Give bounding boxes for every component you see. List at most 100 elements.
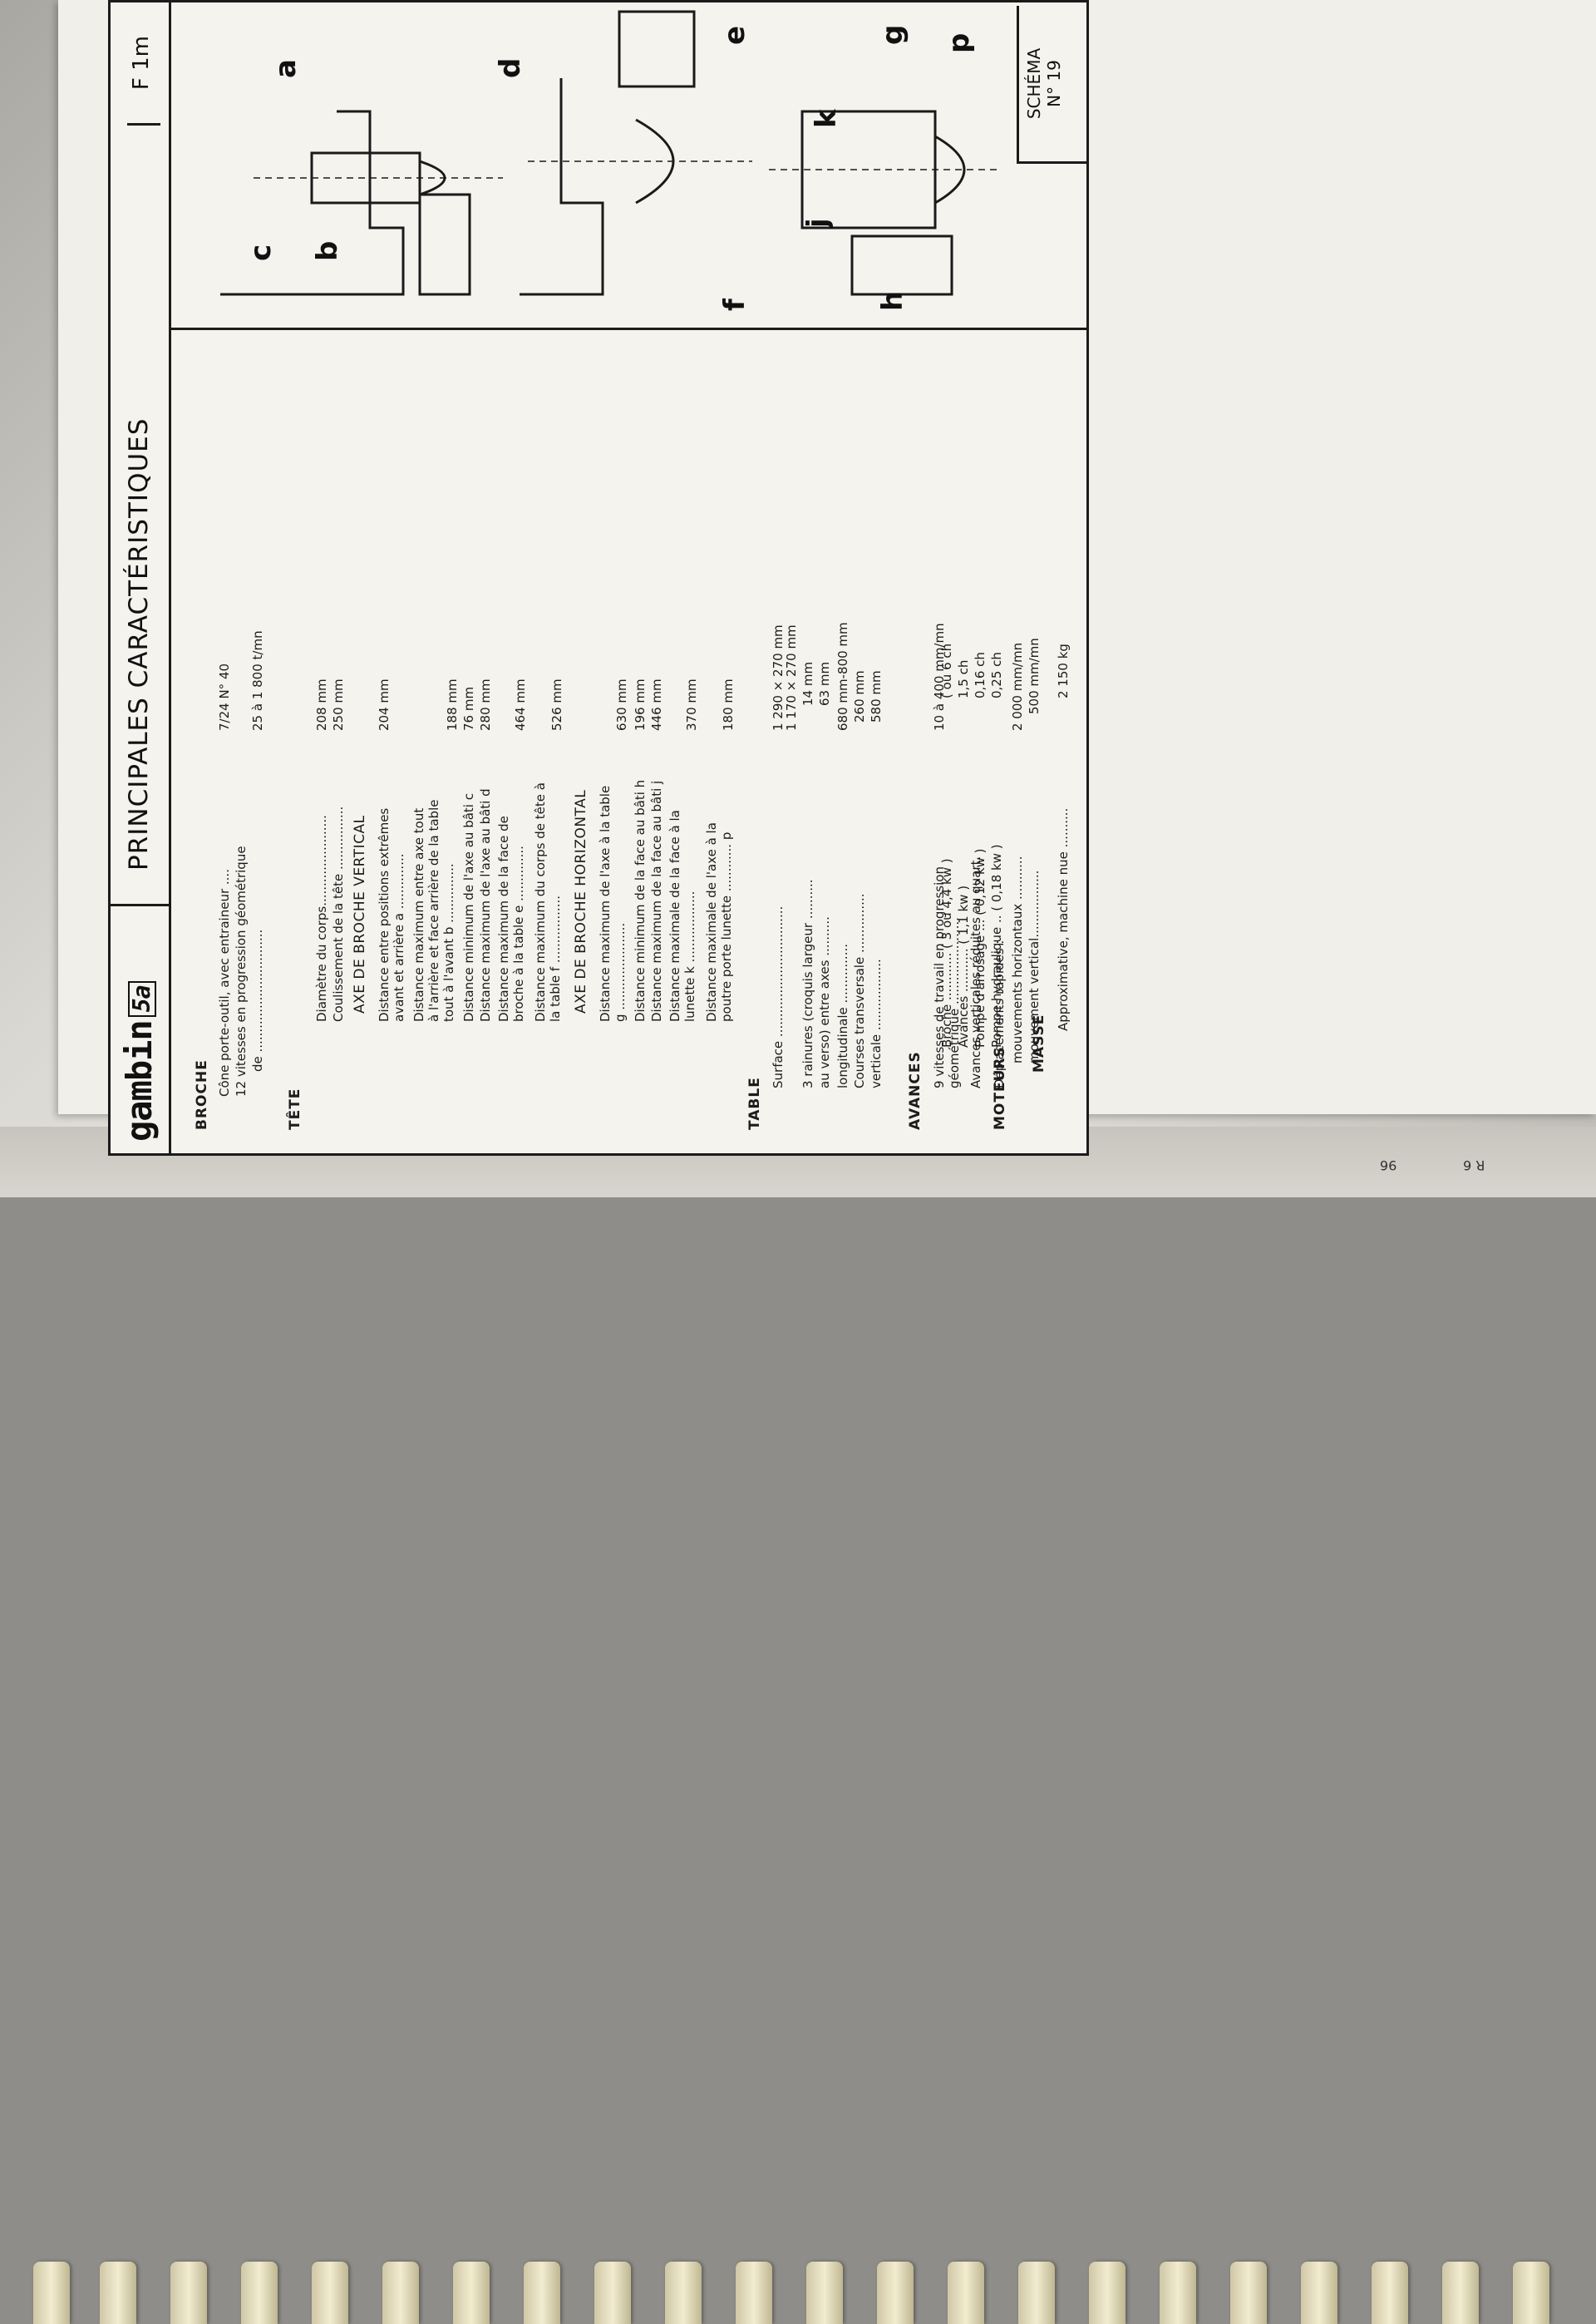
subsection-title-axe-horizontal: AXE DE BROCHE HORIZONTAL [573,789,589,1014]
dim-label-e: e [718,26,751,45]
binding-ring [382,2262,419,2324]
spec-value: 2 150 kg [1056,644,1071,698]
spec-value: 260 mm [852,670,867,723]
binding-ring [736,2262,772,2324]
spec-label: Distance maximum de la face de broche à … [496,816,526,1022]
binding-ring [241,2262,278,2324]
binding-ring [1160,2262,1196,2324]
section-title-broche: BROCHE [194,1059,210,1130]
machine-schematic: a b c d e f g h j k p [220,10,1002,311]
spec-value: 63 mm [817,661,832,706]
schema-caption-title: SCHÉMA [1024,47,1044,120]
spec-value: 0,16 ch [973,652,988,698]
spec-label: Distance maximum de l'axe à la table g .… [598,785,628,1022]
dim-label-d: d [494,58,527,78]
binding-ring [170,2262,207,2324]
spec-label: Distance maximale de l'axe à la poutre p… [704,822,734,1022]
spec-label: Surface ................................… [771,905,786,1088]
logo-brand: gambin [119,1020,160,1142]
spec-label: Distance maximum entre axe tout à l'arri… [411,799,456,1022]
spec-value: 1,5 ch [956,659,971,698]
spec-label: Courses transversale ............... [852,893,867,1088]
table-block-lower [850,234,953,296]
dim-label-c: c [244,244,278,261]
spec-value: 196 mm [633,678,648,731]
binding-ring [1372,2262,1408,2324]
subsection-title-axe-vertical: AXE DE BROCHE VERTICAL [352,815,368,1014]
spec-label: longitudinale ............... [835,943,850,1088]
binding-ring [665,2262,702,2324]
spec-value: 1 170 × 270 mm [784,624,799,731]
spec-label: Avances ........... ( 1,1 kw ) [956,885,971,1048]
binding-ring [33,2262,70,2324]
binding-ring [312,2262,348,2324]
spec-label: Approximative, machine nue .......... [1056,807,1071,1031]
spec-value: 680 mm-800 mm [835,622,850,731]
dim-label-h: h [876,291,909,311]
section-title-tete: TÊTE [287,1088,303,1130]
spec-value: 76 mm [461,686,476,731]
spec-label: Cône porte-outil, avec entraineur .... [217,869,232,1097]
schematic-area: a b c d e f g h j k p [170,2,1088,330]
binding-ring [453,2262,490,2324]
spec-value: 2 000 mm/mn [1010,642,1025,731]
dim-label-p: p [943,33,976,53]
spec-label: Distance maximum de l'axe au bâti d [478,788,493,1022]
page-reference: R 6 [1463,1157,1485,1173]
binding-ring [1442,2262,1479,2324]
brand-logo: gambin5a [111,904,169,1153]
binding-ring [524,2262,560,2324]
binding-ring [877,2262,914,2324]
spec-value: 250 mm [331,678,346,731]
sheet-code: F 1m [127,36,160,126]
spec-value: 7/24 N° 40 [217,663,232,731]
binding-ring [1513,2262,1549,2324]
spec-label: Broche ............ ( 3 ou 4,4 kw ) [939,858,954,1048]
page-title: PRINCIPALES CARACTÉRISTIQUES [124,417,154,871]
spec-value: 464 mm [513,678,528,731]
spec-label: Pompe hydraulique .. ( 0,18 kw ) [989,844,1004,1048]
spec-sheet-frame: gambin5a PRINCIPALES CARACTÉRISTIQUES F … [108,0,1089,1156]
dim-label-k: k [810,108,843,128]
spec-label: Distance maximale de la face à la lunett… [667,810,697,1022]
binding-ring [1018,2262,1055,2324]
spec-value: 500 mm/mn [1027,638,1042,714]
dim-label-j: j [801,218,835,229]
arbor-nose [934,135,966,205]
head-outline [220,110,405,296]
spec-label: au verso) entre axes .......... [817,916,832,1088]
spec-label: Distance maximum de la face au bâti j [649,780,664,1022]
logo-model: 5a [127,980,156,1018]
spec-label: 3 rainures (croquis largeur .......... [800,879,815,1088]
column-outline [520,78,604,296]
spec-value: 370 mm [684,678,699,731]
spec-value: 446 mm [649,678,664,731]
sheet-header: gambin5a PRINCIPALES CARACTÉRISTIQUES F … [111,2,171,1153]
spec-value: 188 mm [445,678,460,731]
section-title-masse: MASSE [1031,1014,1047,1073]
spec-value: 180 mm [721,678,736,731]
spec-value: 25 à 1 800 t/mn [250,630,265,731]
binding-ring [594,2262,631,2324]
spec-value: 0,25 ch [989,652,1004,698]
dim-label-a: a [269,59,303,78]
lunette-block [618,10,696,88]
dim-label-f: f [718,298,751,311]
spec-label: Pompe d'arrosage ... ( 0,12 kw ) [973,848,988,1048]
spec-value: ( ou 6 ch [939,643,954,698]
dim-label-g: g [876,25,909,45]
dim-label-b: b [311,241,344,261]
spec-label: 12 vitesses en progression géométrique [234,846,249,1097]
spec-label: Distance maximum du corps de tête à la t… [533,782,563,1022]
motors-mass-column: Broche ............ ( 3 ou 4,4 kw ) ( ou … [906,644,1596,1156]
binding-ring [1301,2262,1337,2324]
spec-value: 526 mm [549,678,564,731]
spec-label: Distance entre positions extrêmes avant … [377,807,406,1022]
spec-label: verticale .................. [869,959,884,1088]
spec-value: 204 mm [377,678,392,731]
spec-label: Distance minimum de l'axe au bâti c [461,793,476,1022]
spec-value: 580 mm [869,670,884,723]
binding-ring [1089,2262,1126,2324]
table-block [418,193,471,296]
spec-label: Distance minimum de la face au bâti h [633,779,648,1022]
